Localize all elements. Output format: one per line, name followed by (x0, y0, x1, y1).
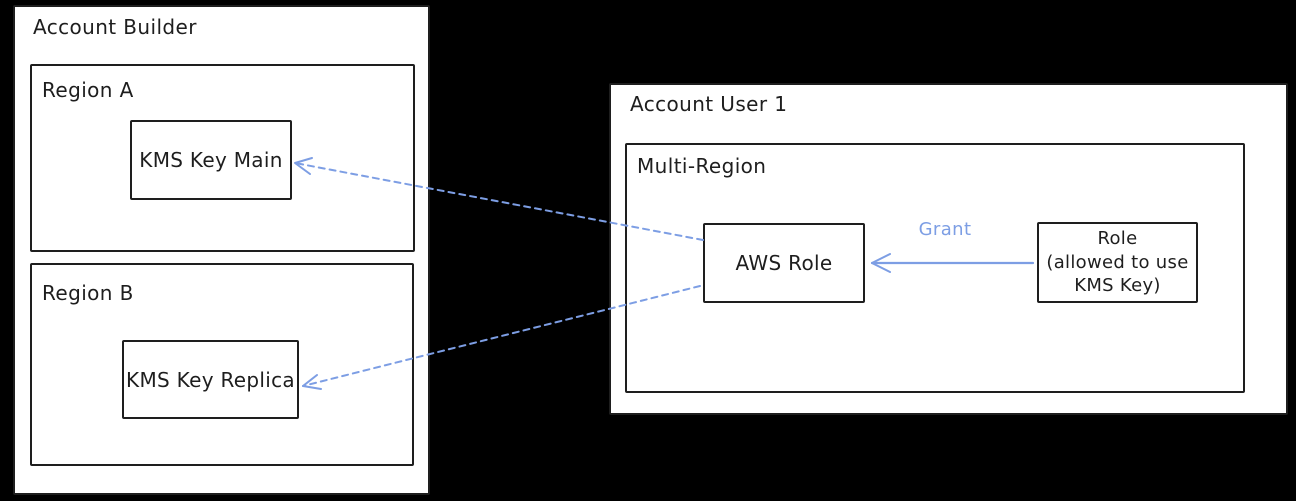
role-node: Role (allowed to use KMS Key) (1037, 222, 1198, 303)
aws-role-label: AWS Role (735, 251, 833, 275)
region-a-title: Region A (42, 78, 134, 102)
region-b-container: Region B KMS Key Replica (30, 263, 414, 466)
kms-key-replica-node: KMS Key Replica (122, 340, 299, 419)
kms-key-main-node: KMS Key Main (130, 120, 292, 200)
multi-region-title: Multi-Region (637, 154, 767, 178)
kms-key-replica-label: KMS Key Replica (126, 367, 295, 392)
account-builder-container: Account Builder Region A KMS Key Main Re… (13, 5, 430, 495)
role-label-line3: KMS Key) (1074, 275, 1161, 297)
account-builder-title: Account Builder (33, 15, 197, 39)
region-b-title: Region B (42, 281, 134, 305)
account-user-container: Account User 1 Multi-Region AWS Role Gra… (609, 83, 1288, 415)
account-user-title: Account User 1 (630, 92, 788, 116)
kms-key-main-label: KMS Key Main (139, 148, 283, 172)
role-label-line1: Role (1097, 228, 1138, 250)
aws-role-node: AWS Role (703, 223, 865, 303)
region-a-container: Region A KMS Key Main (30, 64, 415, 252)
multi-region-container: Multi-Region AWS Role Grant Role (allowe… (625, 143, 1245, 393)
grant-edge-label: Grant (918, 219, 972, 240)
role-label-line2: (allowed to use (1046, 251, 1189, 273)
